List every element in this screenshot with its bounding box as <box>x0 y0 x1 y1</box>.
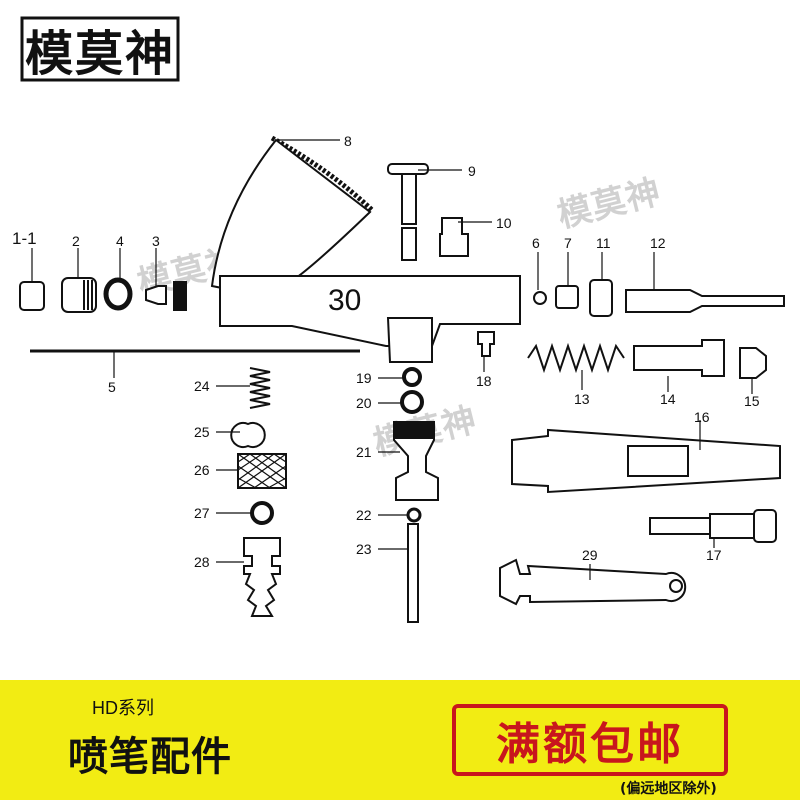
part-label-9: 9 <box>468 163 476 179</box>
part-label-26: 26 <box>194 462 210 478</box>
part-15-needle-cap <box>739 347 767 379</box>
part-label-2: 2 <box>72 233 80 249</box>
part-label-24: 24 <box>194 378 210 394</box>
part-1-1-nozzle-cap <box>19 281 45 311</box>
part-3-nozzle <box>145 285 167 305</box>
airbrush-cup <box>210 138 372 291</box>
part-24-spring <box>249 367 271 409</box>
part-19-o-ring <box>402 367 422 387</box>
part-label-5: 5 <box>108 379 116 395</box>
part-10-valve-guide <box>439 217 469 257</box>
free-shipping-stamp: 满额包邮 <box>452 704 728 776</box>
part-label-23: 23 <box>356 541 372 557</box>
part-23-valve-stem <box>407 523 419 623</box>
part-label-21: 21 <box>356 444 372 460</box>
part-11-needle-chucking <box>589 279 613 317</box>
airbrush-body <box>219 275 521 347</box>
brand-logo: 模莫神 <box>20 14 180 84</box>
free-shipping-stamp-text: 满额包邮 <box>496 719 684 770</box>
series-label: HD系列 <box>92 698 154 718</box>
part-label-27: 27 <box>194 505 210 521</box>
part-label-3: 3 <box>152 233 160 249</box>
part-label-28: 28 <box>194 554 210 570</box>
part-28-hose-connector <box>243 537 281 617</box>
brand-logo-text: 模莫神 <box>24 26 175 82</box>
airbrush-exploded-diagram: 8 9 10 1-1 2 4 3 6 7 11 12 30 5 18 13 14… <box>12 133 785 623</box>
part-label-12: 12 <box>650 235 666 251</box>
part-label-4: 4 <box>116 233 124 249</box>
part-13-spring <box>527 342 625 374</box>
part-label-19: 19 <box>356 370 372 386</box>
part-label-8: 8 <box>344 133 352 149</box>
part-label-18: 18 <box>476 373 492 389</box>
part-12-needle-chucking-nut <box>625 289 785 313</box>
remote-area-note: (偏远地区除外) <box>620 781 717 797</box>
part-20-o-ring <box>400 390 424 414</box>
part-label-29: 29 <box>582 547 598 563</box>
part-label-11: 11 <box>596 235 611 251</box>
part-label-6: 6 <box>532 235 540 251</box>
part-17-air-valve-stem <box>649 517 711 535</box>
part-7-spring-guide <box>555 285 579 309</box>
part-22-o-ring <box>406 507 422 523</box>
part-21-air-valve-body <box>393 421 439 501</box>
part-label-7: 7 <box>564 235 572 251</box>
part-label-10: 10 <box>496 215 512 231</box>
part-label-16: 16 <box>694 409 710 425</box>
part-label-25: 25 <box>194 424 210 440</box>
part-4-o-ring <box>103 277 133 311</box>
part-14-spring-guide-cap <box>633 339 725 377</box>
part-6-washer <box>533 291 547 305</box>
part-label-22: 22 <box>356 507 372 523</box>
part-label-15: 15 <box>744 393 760 409</box>
part-label-13: 13 <box>574 391 590 407</box>
part-8-cup-lid <box>270 135 374 212</box>
part-label-17: 17 <box>706 547 722 563</box>
product-title: 喷笔配件 <box>68 734 232 780</box>
part-label-1-1: 1-1 <box>12 229 37 248</box>
part-2-head-cap <box>61 277 97 313</box>
part-25-valve-guide <box>230 422 266 448</box>
part-29-wrench <box>499 558 687 606</box>
part-18-screw <box>477 331 495 357</box>
part-27-washer <box>250 501 274 525</box>
body-marking: 30 <box>328 284 361 317</box>
part-label-14: 14 <box>660 391 676 407</box>
part-label-20: 20 <box>356 395 372 411</box>
part-9-trigger <box>387 163 429 175</box>
